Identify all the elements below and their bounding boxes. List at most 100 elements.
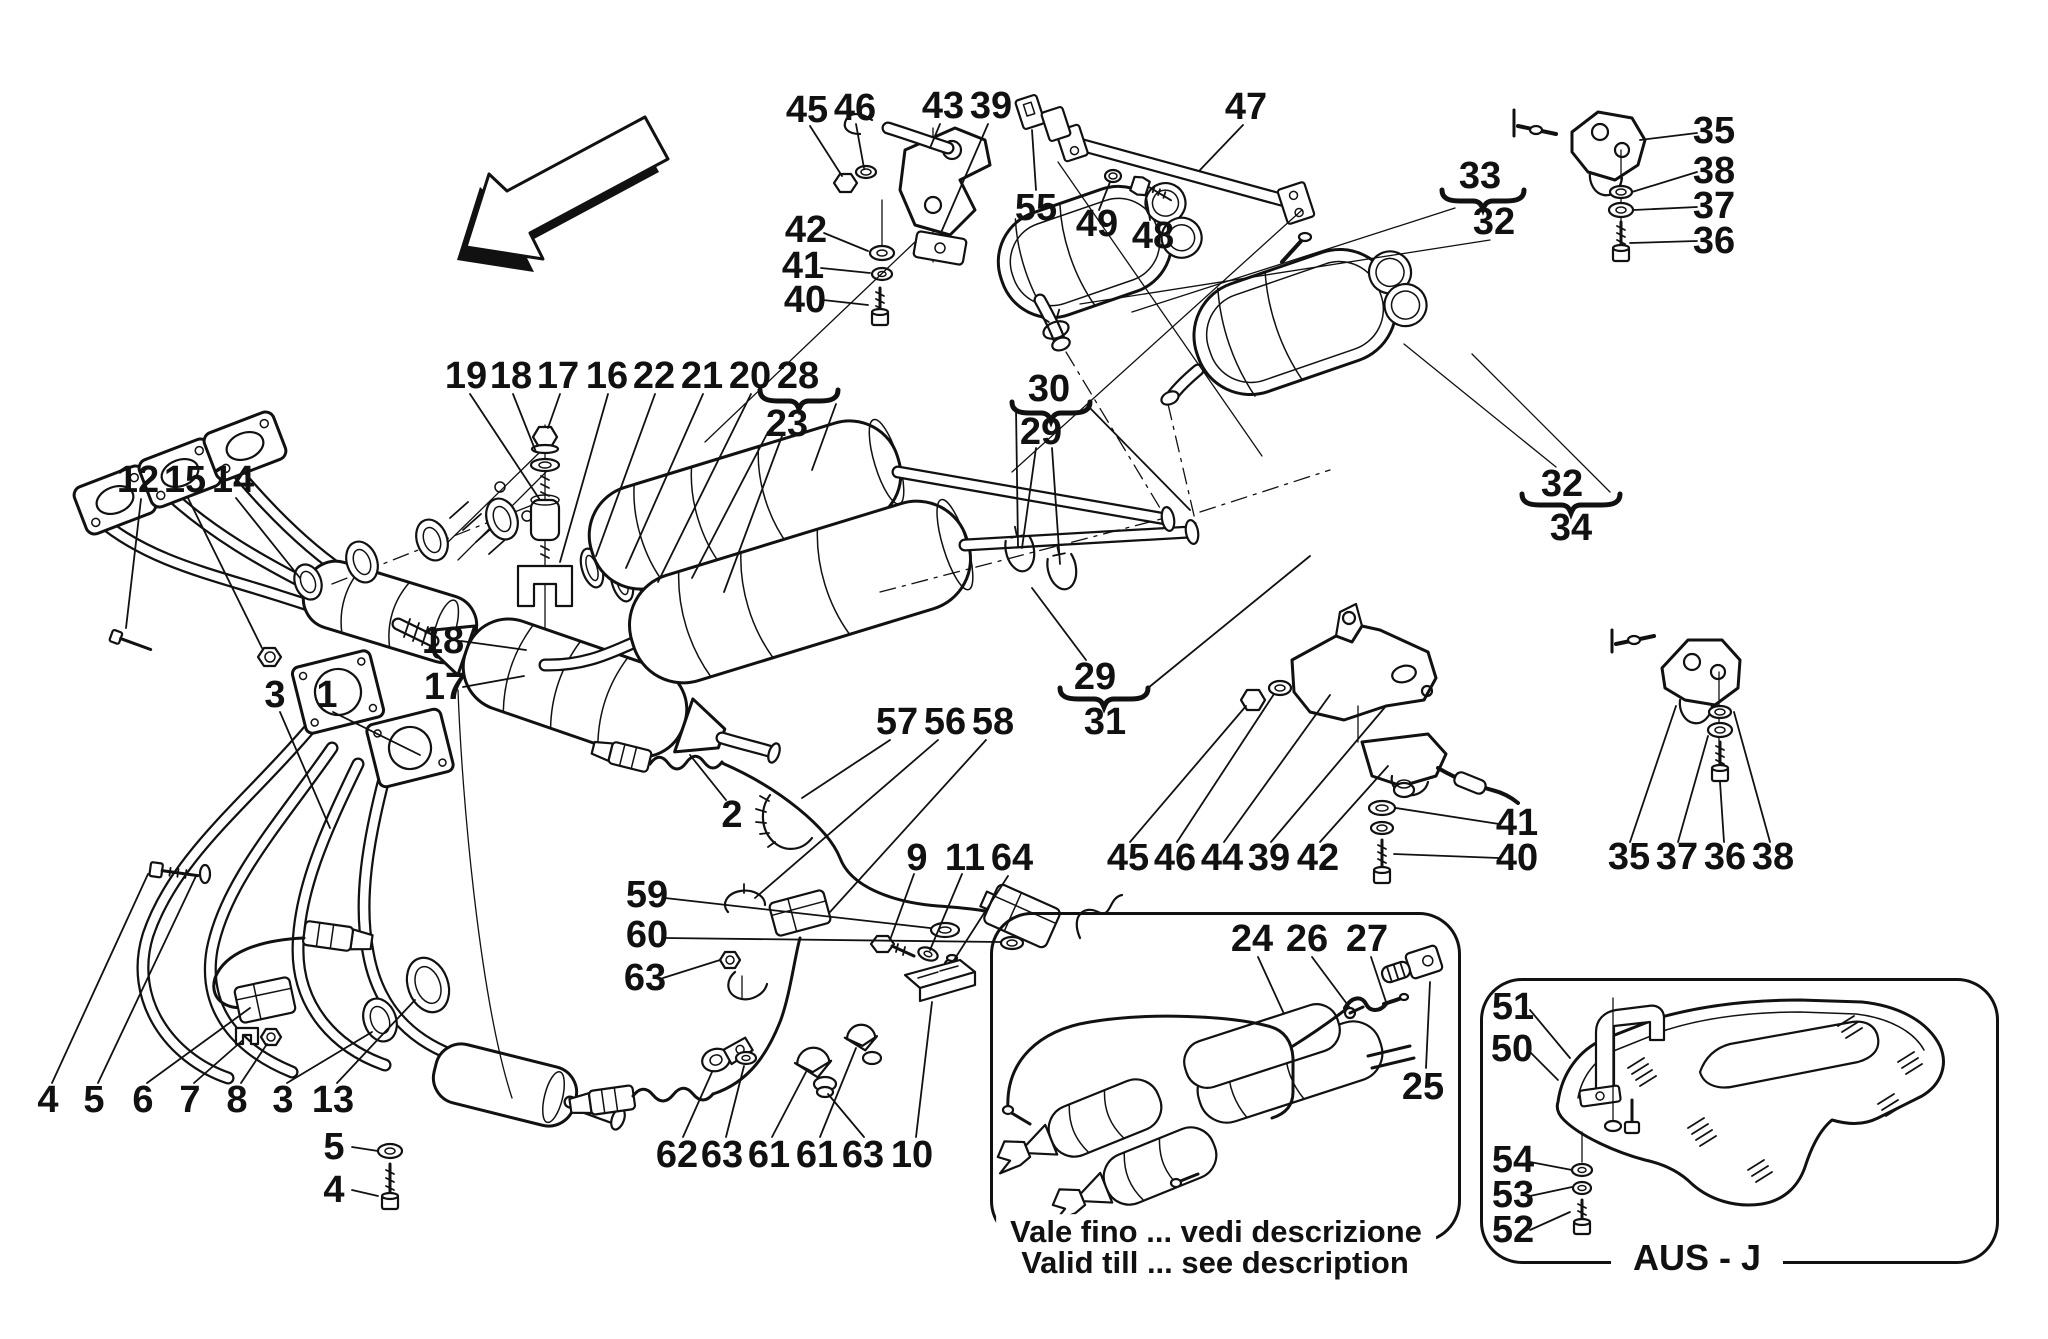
exhaust-manifold-rear [136, 649, 626, 1131]
callout-23: 23 [765, 403, 809, 445]
callout-47: 47 [1224, 86, 1268, 128]
callout-18: 18 [489, 355, 533, 397]
inset-validity-art [996, 944, 1444, 1223]
callout-56: 56 [923, 701, 967, 743]
callout-13: 13 [311, 1079, 355, 1121]
callout-29: 29 [1019, 411, 1063, 453]
callout-24: 24 [1230, 918, 1274, 960]
callout-1: 1 [316, 674, 338, 716]
callout-51: 51 [1491, 986, 1535, 1028]
callout-42: 42 [784, 209, 828, 251]
callout-42b: 42 [1296, 837, 1340, 879]
callout-38b: 38 [1751, 836, 1795, 878]
callout-20: 20 [728, 355, 772, 397]
callout-46b: 46 [1153, 837, 1197, 879]
validity-caption-italian: Vale fino ... vedi descrizione [996, 1214, 1436, 1250]
hanger-top-right [1512, 108, 1647, 263]
callout-38: 38 [1692, 150, 1736, 192]
callout-48: 48 [1131, 215, 1175, 257]
callout-4b: 4 [323, 1169, 345, 1211]
support-bracket-right [1239, 602, 1520, 885]
front-hanger-bracket [832, 112, 992, 327]
callout-7: 7 [179, 1079, 201, 1121]
callout-22: 22 [632, 355, 676, 397]
oxygen-sensor-front [108, 628, 404, 1211]
callout-3: 3 [264, 674, 286, 716]
callout-62: 62 [655, 1134, 699, 1176]
callout-49: 49 [1075, 203, 1119, 245]
callout-40b: 40 [1495, 837, 1539, 879]
callout-46: 46 [833, 87, 877, 129]
callout-21: 21 [680, 355, 724, 397]
leader-lines [51, 123, 1771, 1231]
callout-60: 60 [625, 914, 669, 956]
callout-59: 59 [625, 874, 669, 916]
callout-8: 8 [226, 1079, 248, 1121]
callout-16: 16 [585, 355, 629, 397]
callout-34: 34 [1549, 507, 1593, 549]
callout-40: 40 [783, 279, 827, 321]
callout-5b: 5 [323, 1126, 345, 1168]
callout-2: 2 [721, 794, 743, 836]
callout-44: 44 [1200, 837, 1244, 879]
callout-32: 32 [1472, 201, 1516, 243]
shield-hatch-patches [1627, 1015, 1923, 1183]
callout-39: 39 [969, 85, 1013, 127]
reference-lines [457, 161, 1611, 1099]
callout-52: 52 [1491, 1209, 1535, 1251]
inset-aus-art [1555, 997, 1945, 1236]
crossbar-support [1014, 94, 1316, 225]
manifold-gaskets [293, 497, 546, 601]
callout-55: 55 [1014, 187, 1058, 229]
callout-19: 19 [444, 355, 488, 397]
callout-9: 9 [906, 837, 928, 879]
cable-clips [701, 1023, 883, 1099]
callout-14: 14 [211, 459, 255, 501]
callout-45b: 45 [1106, 837, 1150, 879]
callout-50: 50 [1490, 1028, 1534, 1070]
callout-43: 43 [921, 85, 965, 127]
callout-25: 25 [1401, 1066, 1445, 1108]
validity-caption-english: Valid till ... see description [1007, 1245, 1423, 1281]
callout-45: 45 [785, 89, 829, 131]
center-silencer [538, 418, 1331, 685]
group-braces [757, 187, 1623, 714]
callout-10: 10 [890, 1134, 934, 1176]
callout-15: 15 [163, 459, 207, 501]
callout-36b: 36 [1703, 836, 1747, 878]
callout-17: 17 [536, 355, 580, 397]
aus-j-label: AUS - J [1610, 1237, 1784, 1279]
callout-29b: 29 [1073, 656, 1117, 698]
direction-arrow-icon [457, 115, 670, 272]
callout-63: 63 [623, 957, 667, 999]
callout-54: 54 [1491, 1139, 1535, 1181]
inset-aus-box [1480, 978, 1999, 1264]
callout-32b: 32 [1540, 463, 1584, 505]
callout-41b: 41 [1495, 802, 1539, 844]
callout-37: 37 [1692, 185, 1736, 227]
callout-30: 30 [1027, 368, 1071, 410]
catalytic-converter [391, 617, 781, 764]
callout-33: 33 [1458, 155, 1502, 197]
callout-4: 4 [37, 1079, 59, 1121]
callout-12: 12 [116, 459, 160, 501]
hanger-mid-right [1610, 628, 1742, 783]
callout-26: 26 [1285, 918, 1329, 960]
oxygen-sensor-lower [568, 889, 832, 1116]
callout-35: 35 [1692, 110, 1736, 152]
callout-63c: 63 [841, 1134, 885, 1176]
callout-61b: 61 [795, 1134, 839, 1176]
callout-3b: 3 [272, 1079, 294, 1121]
callout-36: 36 [1692, 220, 1736, 262]
callout-64: 64 [990, 837, 1034, 879]
callout-58: 58 [971, 701, 1015, 743]
callout-5: 5 [83, 1079, 105, 1121]
callout-31: 31 [1083, 701, 1127, 743]
inset-validity-box [990, 912, 1461, 1243]
tail-silencer-left [996, 182, 1203, 509]
callout-39b: 39 [1247, 837, 1291, 879]
callout-27: 27 [1345, 918, 1389, 960]
callout-18b: 18 [421, 620, 465, 662]
